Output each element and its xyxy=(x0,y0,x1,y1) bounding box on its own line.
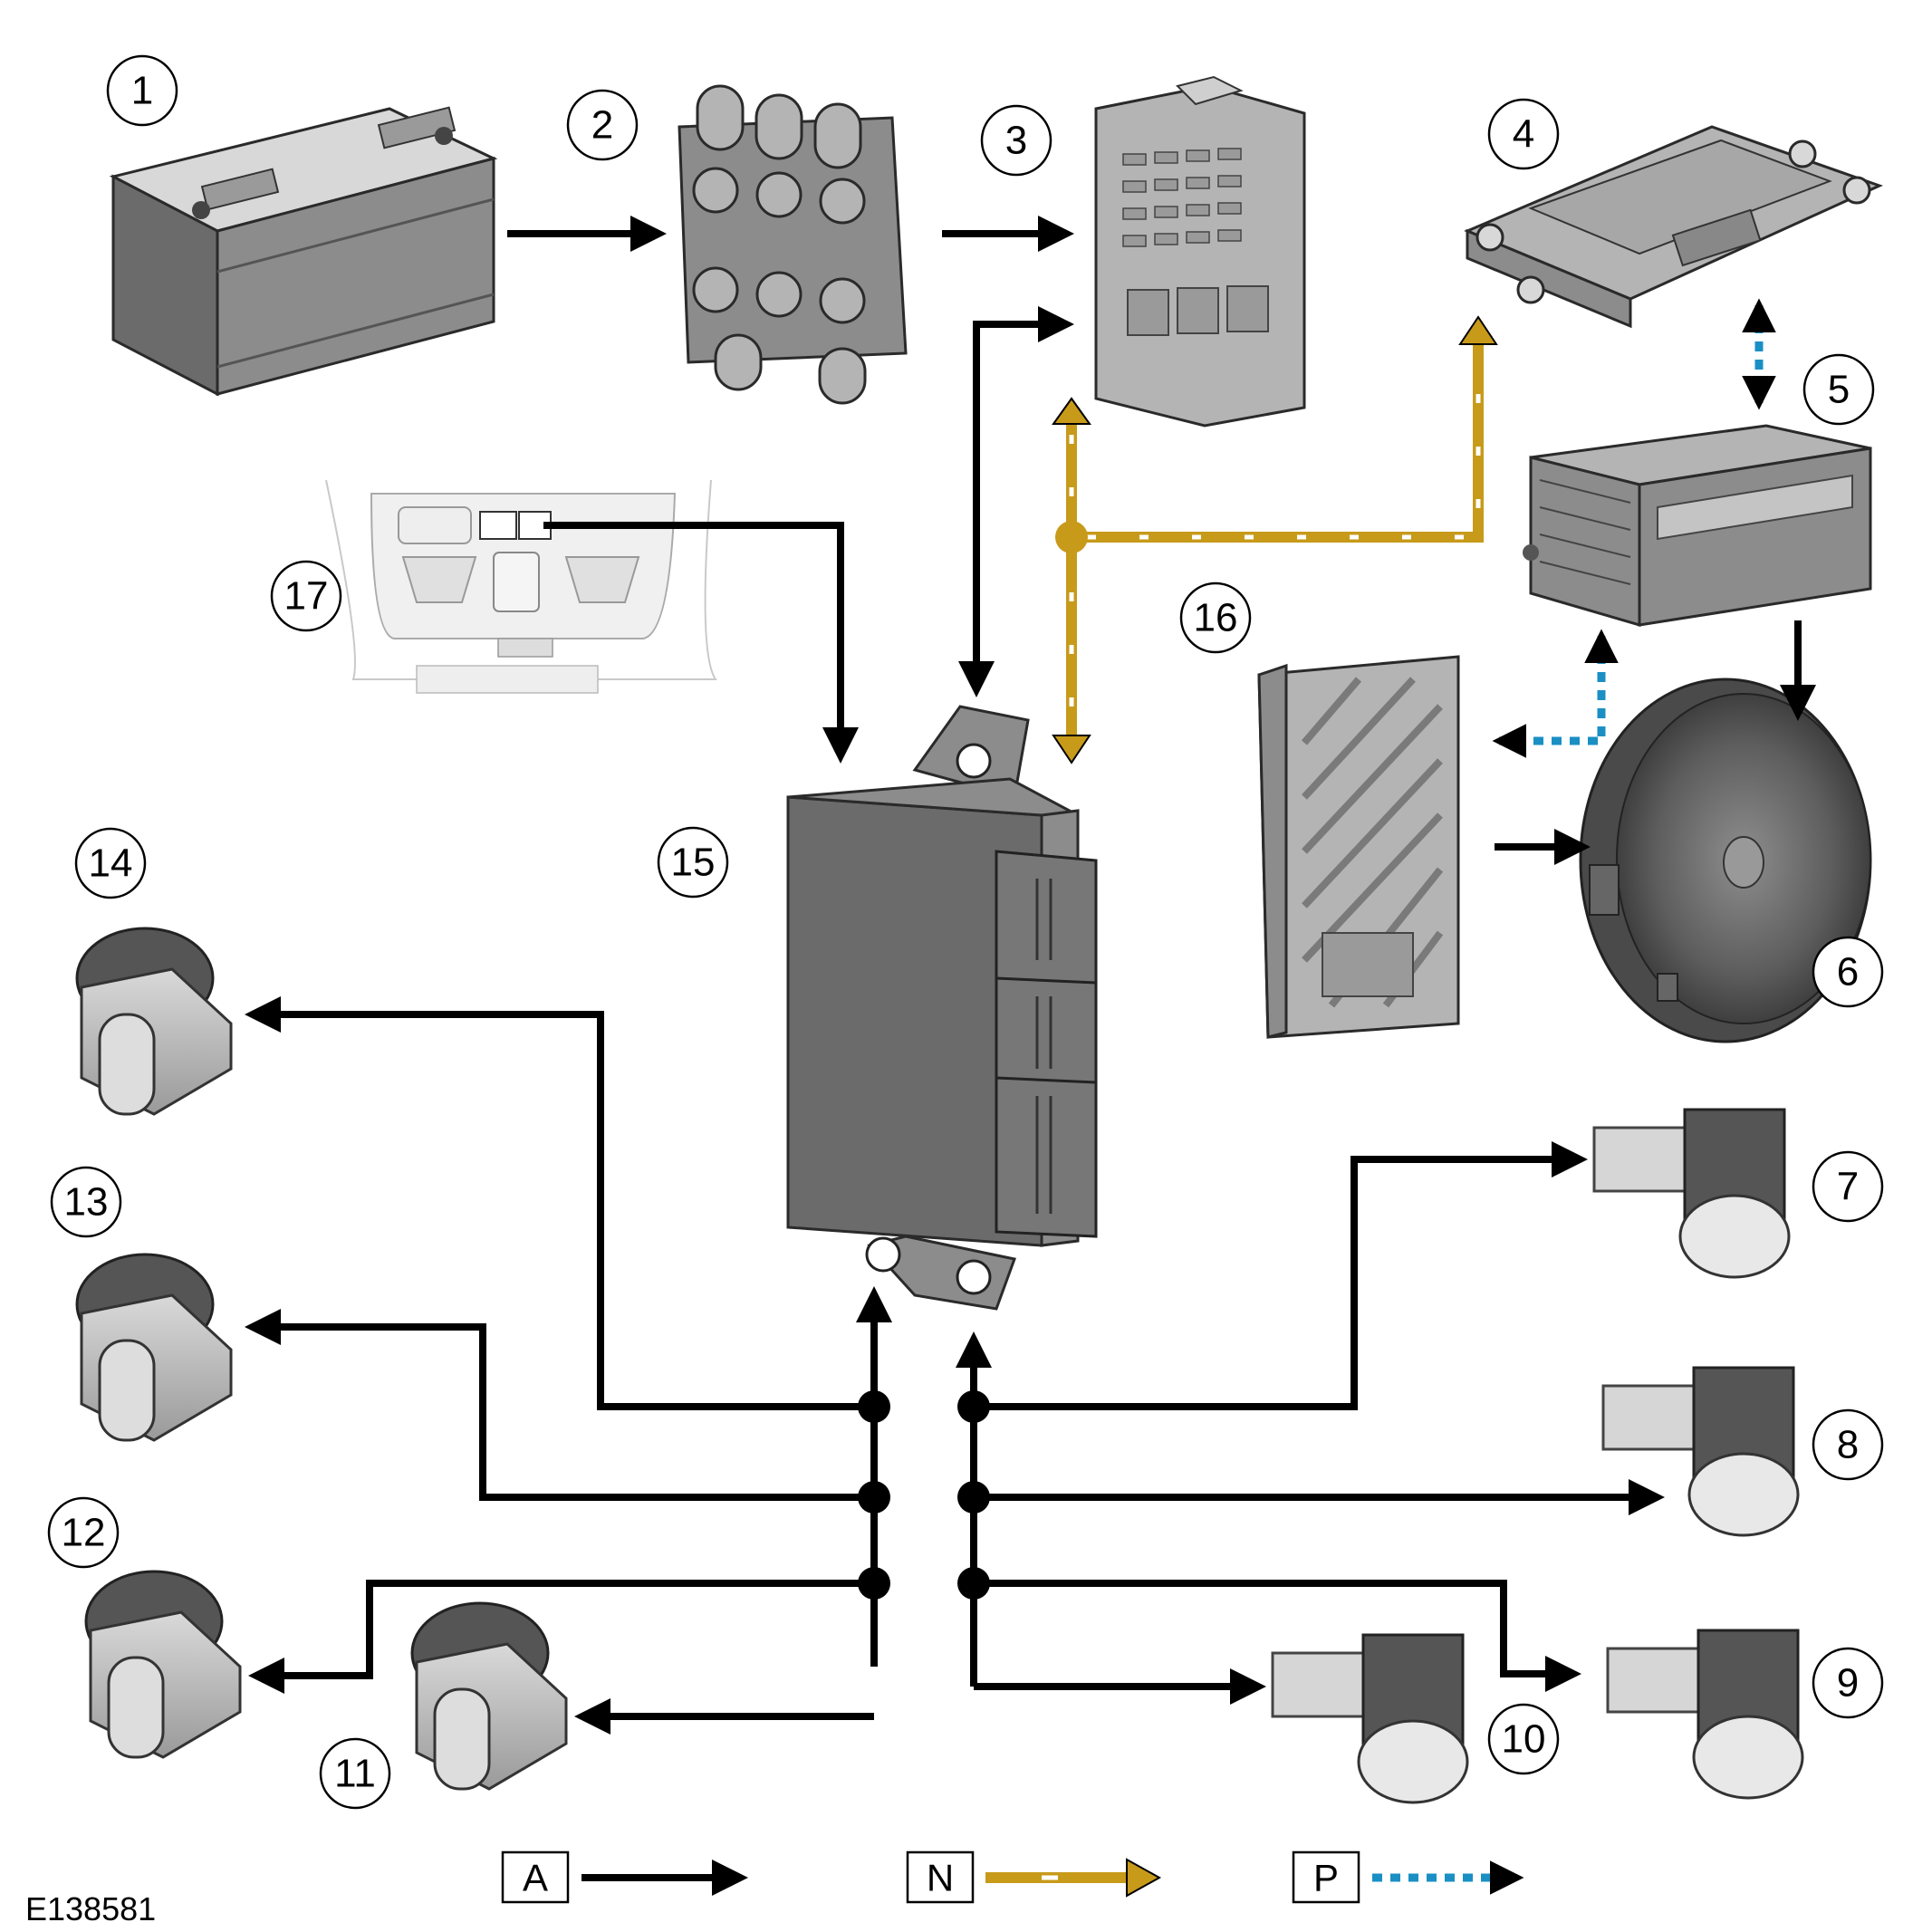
svg-text:7: 7 xyxy=(1837,1165,1859,1209)
parking-sensor-12 xyxy=(84,1570,242,1759)
figure-reference: E138581 xyxy=(25,1890,156,1927)
parking-sensor-11 xyxy=(410,1601,568,1791)
battery-component xyxy=(109,106,498,397)
svg-text:9: 9 xyxy=(1837,1661,1859,1706)
callout-14: 14 xyxy=(74,827,147,899)
callout-13: 13 xyxy=(50,1166,122,1238)
svg-text:3: 3 xyxy=(1005,119,1027,163)
parking-sensor-14 xyxy=(75,927,233,1116)
callout-16: 16 xyxy=(1179,582,1252,654)
parking-sensor-10 xyxy=(1271,1633,1469,1804)
callout-8: 8 xyxy=(1812,1408,1884,1481)
svg-text:1: 1 xyxy=(131,69,153,113)
overhead-console xyxy=(325,479,717,694)
svg-text:17: 17 xyxy=(284,574,329,619)
power-distribution-box xyxy=(678,84,908,405)
callout-17: 17 xyxy=(270,560,342,632)
parking-sensor-13 xyxy=(75,1253,233,1442)
wiring-media xyxy=(1492,298,1776,758)
callout-9: 9 xyxy=(1812,1647,1884,1719)
callout-7: 7 xyxy=(1812,1150,1884,1223)
callout-5: 5 xyxy=(1802,353,1875,426)
svg-text:12: 12 xyxy=(62,1511,106,1555)
speaker-component xyxy=(1579,678,1872,1043)
svg-text:2: 2 xyxy=(591,103,613,148)
svg-text:10: 10 xyxy=(1502,1717,1546,1762)
wiring-network xyxy=(1052,315,1498,764)
svg-text:A: A xyxy=(523,1857,548,1899)
callout-11: 11 xyxy=(319,1737,391,1810)
parking-sensor-8 xyxy=(1601,1366,1800,1537)
svg-text:6: 6 xyxy=(1837,950,1859,995)
callout-4: 4 xyxy=(1487,98,1560,170)
audio-control-module xyxy=(1464,125,1884,329)
amplifier-component xyxy=(1257,655,1460,1039)
svg-text:14: 14 xyxy=(89,841,133,886)
svg-text:P: P xyxy=(1313,1857,1339,1899)
callout-6: 6 xyxy=(1812,936,1884,1008)
wiring-hardwired xyxy=(245,216,1816,1735)
callout-3: 3 xyxy=(980,104,1053,177)
svg-text:4: 4 xyxy=(1513,112,1534,157)
callout-10: 10 xyxy=(1487,1703,1560,1775)
svg-text:8: 8 xyxy=(1837,1423,1859,1467)
svg-text:16: 16 xyxy=(1194,596,1238,640)
svg-text:11: 11 xyxy=(334,1752,376,1796)
callout-15: 15 xyxy=(657,826,729,899)
legend-p: P xyxy=(1292,1850,1524,1904)
parking-aid-module xyxy=(786,705,1098,1311)
svg-text:13: 13 xyxy=(64,1180,109,1225)
legend-n: N xyxy=(906,1850,1162,1904)
callout-2: 2 xyxy=(566,89,639,161)
svg-text:15: 15 xyxy=(671,841,716,885)
body-control-module xyxy=(1094,75,1306,428)
parking-sensor-9 xyxy=(1606,1629,1804,1800)
svg-text:5: 5 xyxy=(1828,368,1850,412)
audio-head-unit xyxy=(1523,424,1872,627)
parking-sensor-7 xyxy=(1592,1108,1791,1279)
svg-text:N: N xyxy=(927,1857,954,1899)
callout-12: 12 xyxy=(47,1496,120,1569)
callout-1: 1 xyxy=(106,54,178,127)
legend-a: A xyxy=(501,1850,748,1904)
